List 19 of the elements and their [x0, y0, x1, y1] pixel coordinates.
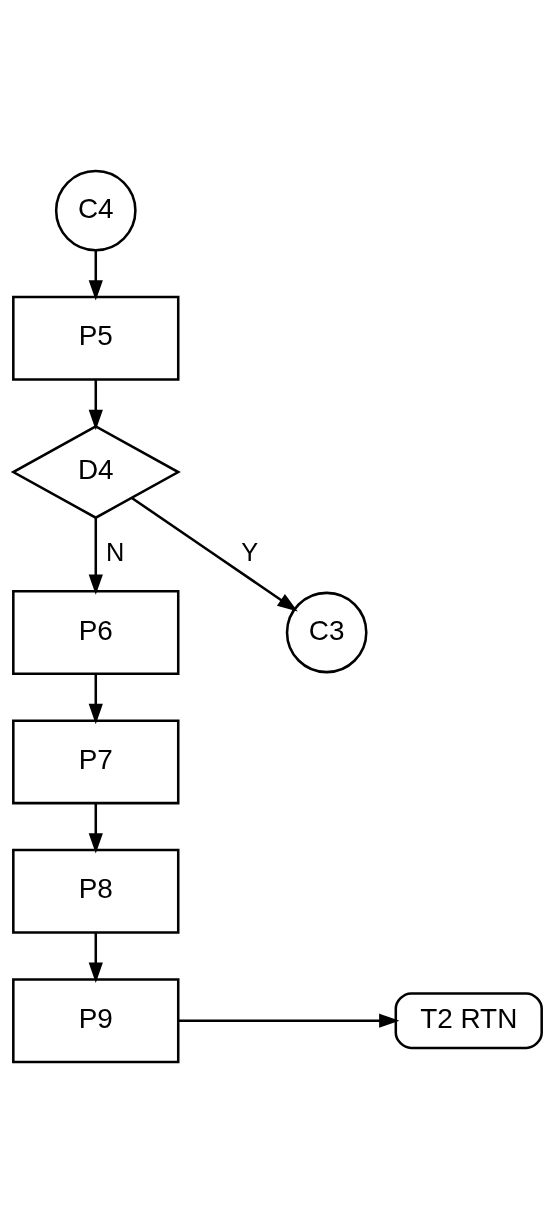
node-box: T2 RTN [394, 991, 543, 1049]
arrow [131, 496, 298, 611]
node-circle: C4 [54, 169, 137, 251]
node-box: P8 [12, 848, 180, 934]
node-box: P7 [12, 718, 180, 804]
arrow [88, 802, 103, 854]
edge-label: N [105, 537, 125, 566]
arrow [88, 517, 103, 595]
edge-label: Y [241, 537, 258, 566]
arrow [88, 379, 103, 430]
node-box: P5 [12, 295, 180, 381]
arrow [88, 673, 103, 724]
arrow [178, 1013, 400, 1028]
node-circle: C3 [285, 591, 368, 673]
node-box: P6 [12, 589, 180, 675]
node-diamond: D4 [10, 424, 181, 519]
node-box: P9 [12, 977, 180, 1063]
arrow [88, 249, 103, 301]
arrow [88, 932, 103, 983]
